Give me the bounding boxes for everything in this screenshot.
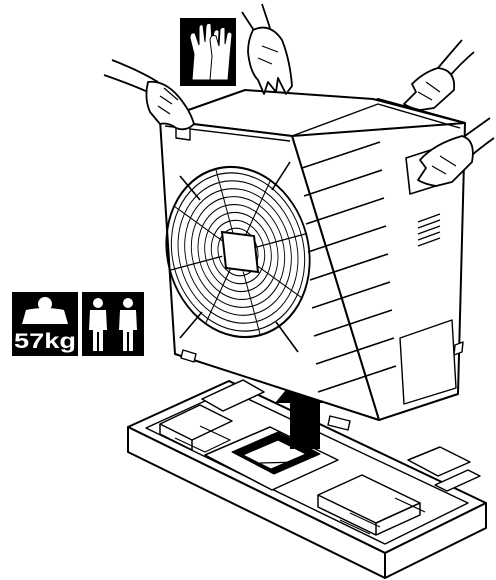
weight-label: 57kg [14, 330, 76, 353]
gloves-badge [180, 18, 236, 86]
top-center-hand [242, 4, 292, 94]
top-right-hand [404, 40, 474, 110]
fan-hub [222, 232, 258, 272]
weight-badge: 57kg [12, 292, 78, 356]
people-badge [82, 292, 144, 356]
